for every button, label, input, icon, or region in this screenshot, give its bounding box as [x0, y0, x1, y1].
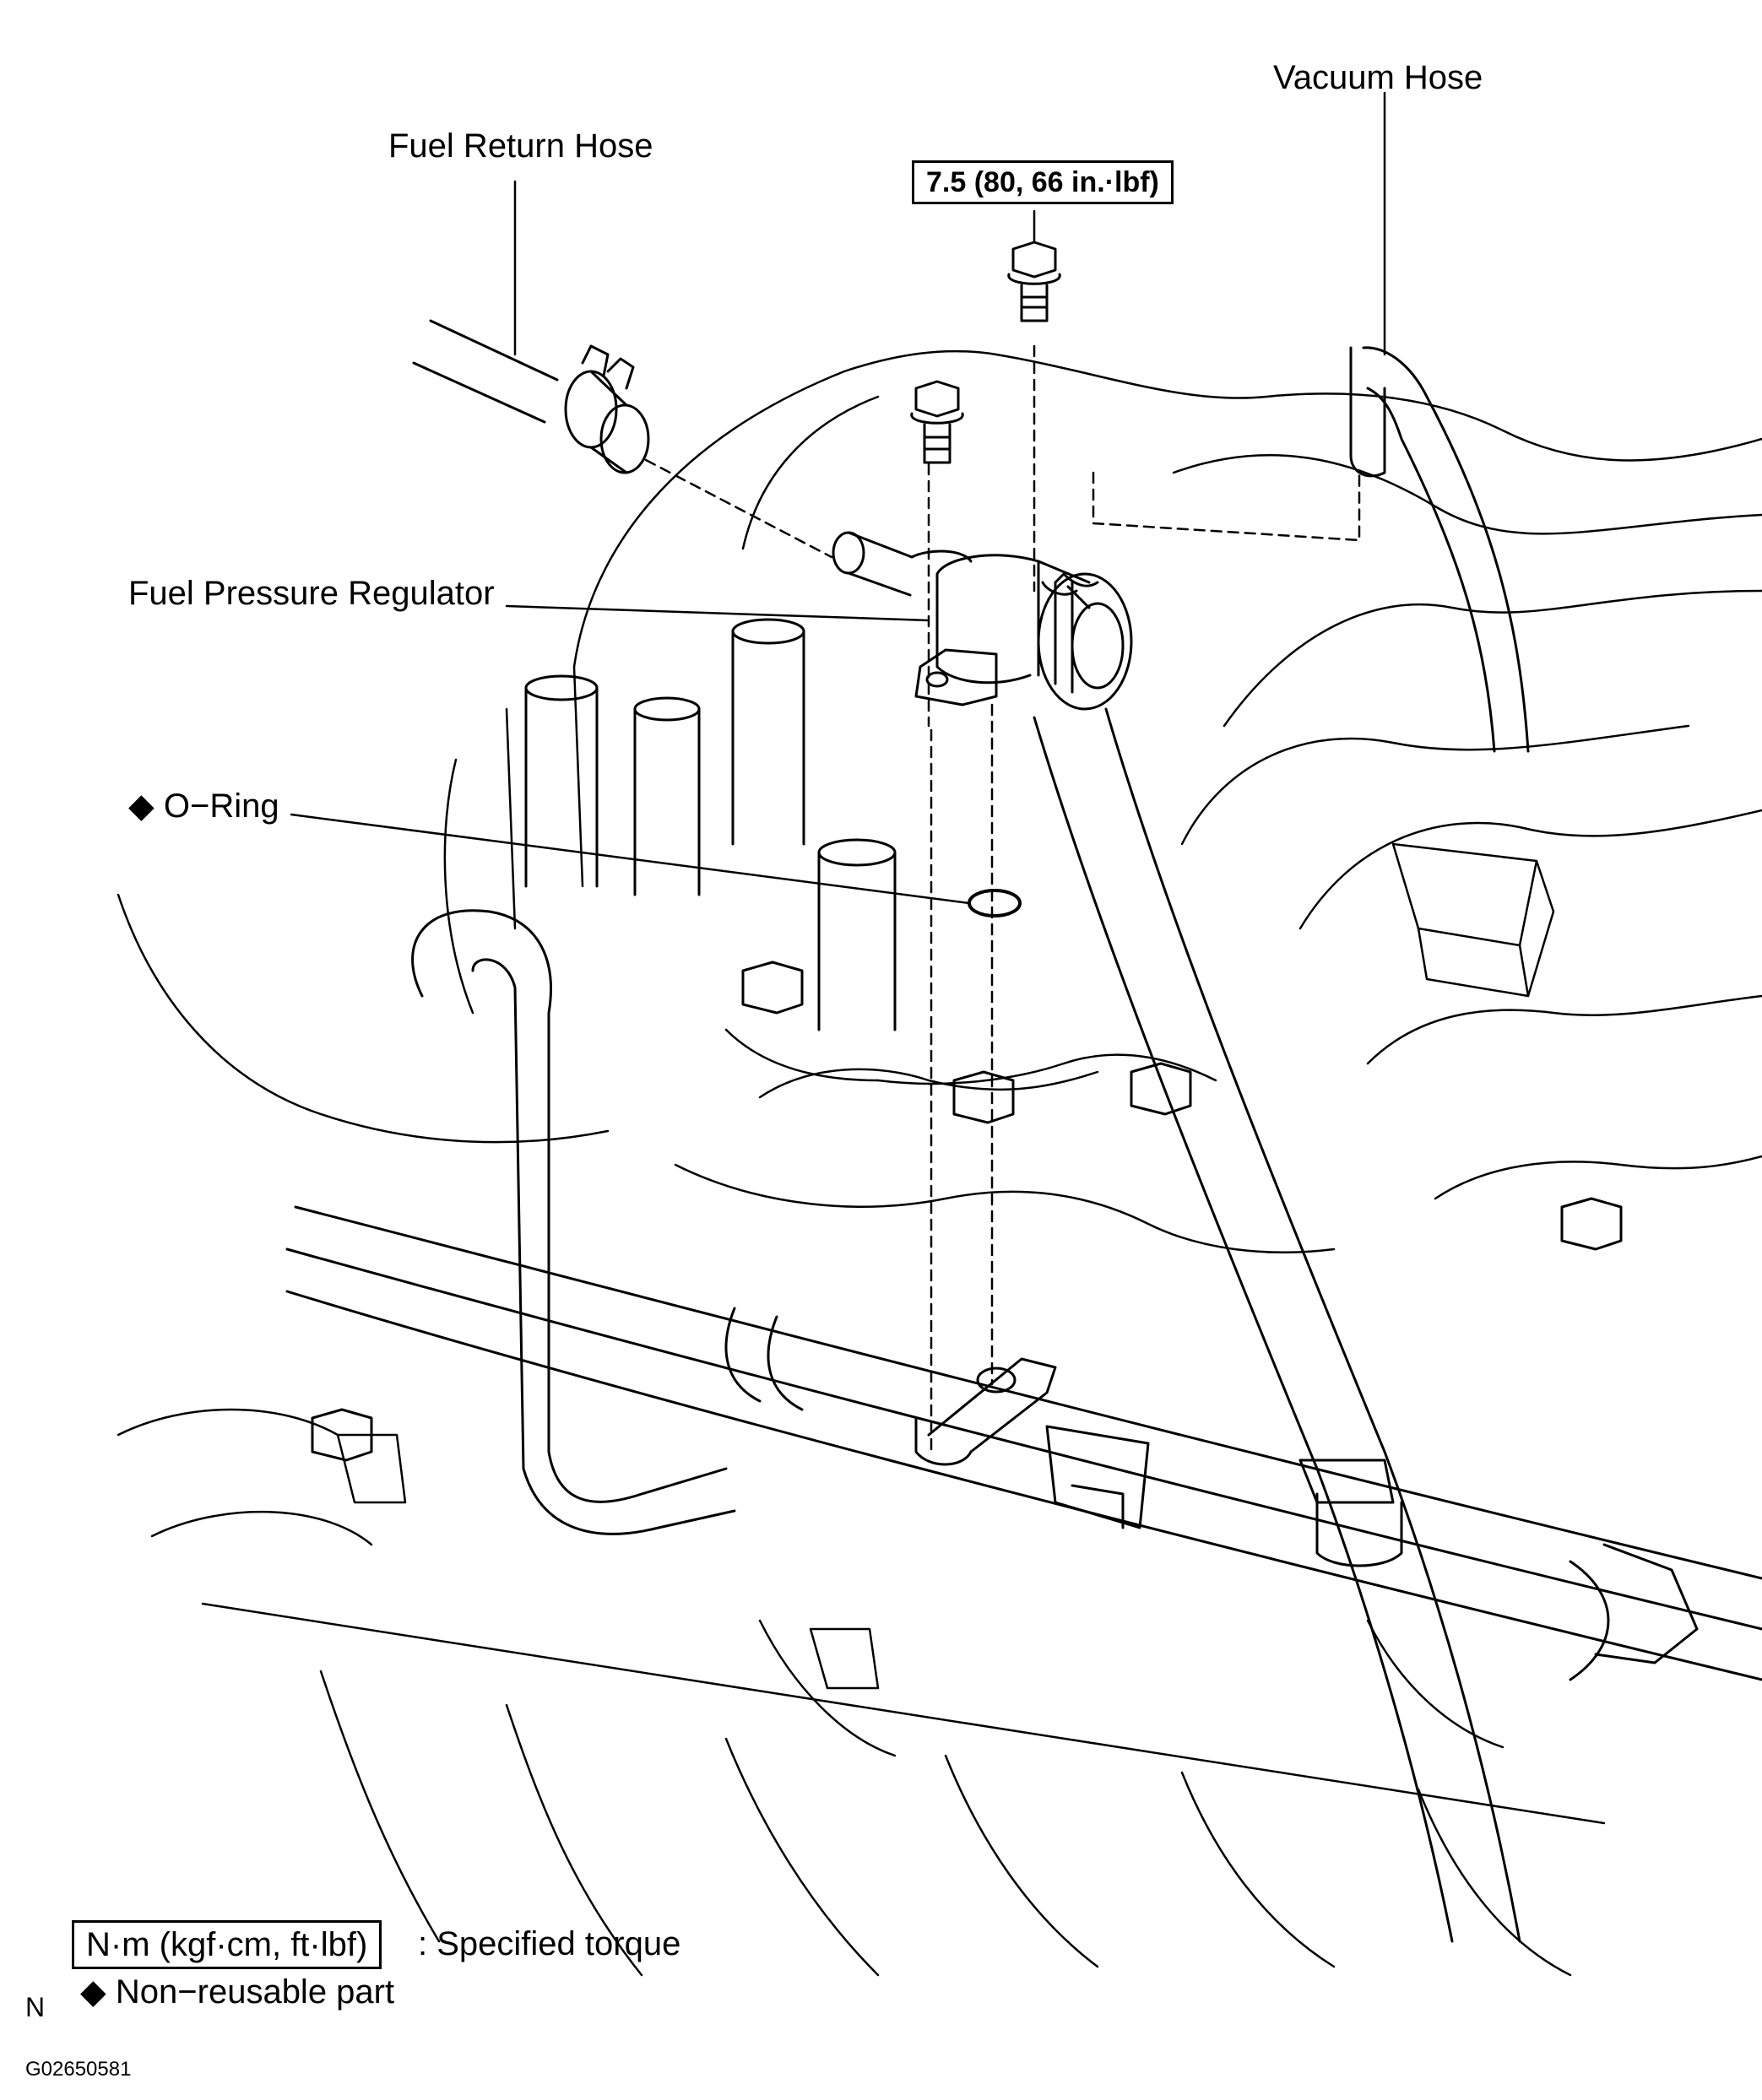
bolt-icon [1007, 241, 1061, 322]
o-ring-text: O−Ring [163, 788, 279, 825]
fuel-return-hose-label: Fuel Return Hose [388, 127, 653, 165]
diamond-icon: ◆ [80, 1973, 106, 2011]
o-ring-label: ◆ O−Ring [128, 789, 279, 823]
lower-engine-outline [117, 1408, 1606, 1977]
figure-id: G02650581 [25, 2058, 132, 2081]
legend-torque-desc: : Specified torque [418, 1925, 681, 1962]
vacuum-hose-line [1349, 346, 1530, 753]
legend-nonreusable: ◆ Non−reusable part [80, 1975, 394, 2009]
vacuum-hose-label: Vacuum Hose [1273, 59, 1483, 96]
fuel-pressure-regulator-icon [832, 531, 1133, 711]
dashed-assembly-lines [644, 344, 1361, 1453]
diamond-icon: ◆ [128, 788, 155, 825]
fuel-hose-diagonal [1033, 707, 1521, 1943]
callout-leaders [290, 91, 1386, 905]
bolt-icon [910, 380, 964, 464]
fuel-return-hose [412, 319, 650, 474]
regulator-mount-bracket [914, 1357, 1057, 1466]
intake-runners [524, 618, 897, 1031]
fuel-pressure-regulator-label: Fuel Pressure Regulator [128, 575, 495, 612]
engine-bolts [311, 961, 1623, 1462]
coolant-hose [411, 909, 736, 1535]
north-indicator: N [25, 1992, 46, 2022]
legend-torque-units: N·m (kgf·cm, ft·lbf) [72, 1920, 382, 1969]
torque-spec-box: 7.5 (80, 66 in.·lbf) [912, 160, 1174, 204]
o-ring-icon [968, 889, 1022, 917]
fuel-delivery-pipe [285, 1205, 1762, 1681]
legend-nonreusable-desc: Non−reusable part [115, 1973, 395, 2011]
engine-block-outline [117, 349, 1762, 1253]
